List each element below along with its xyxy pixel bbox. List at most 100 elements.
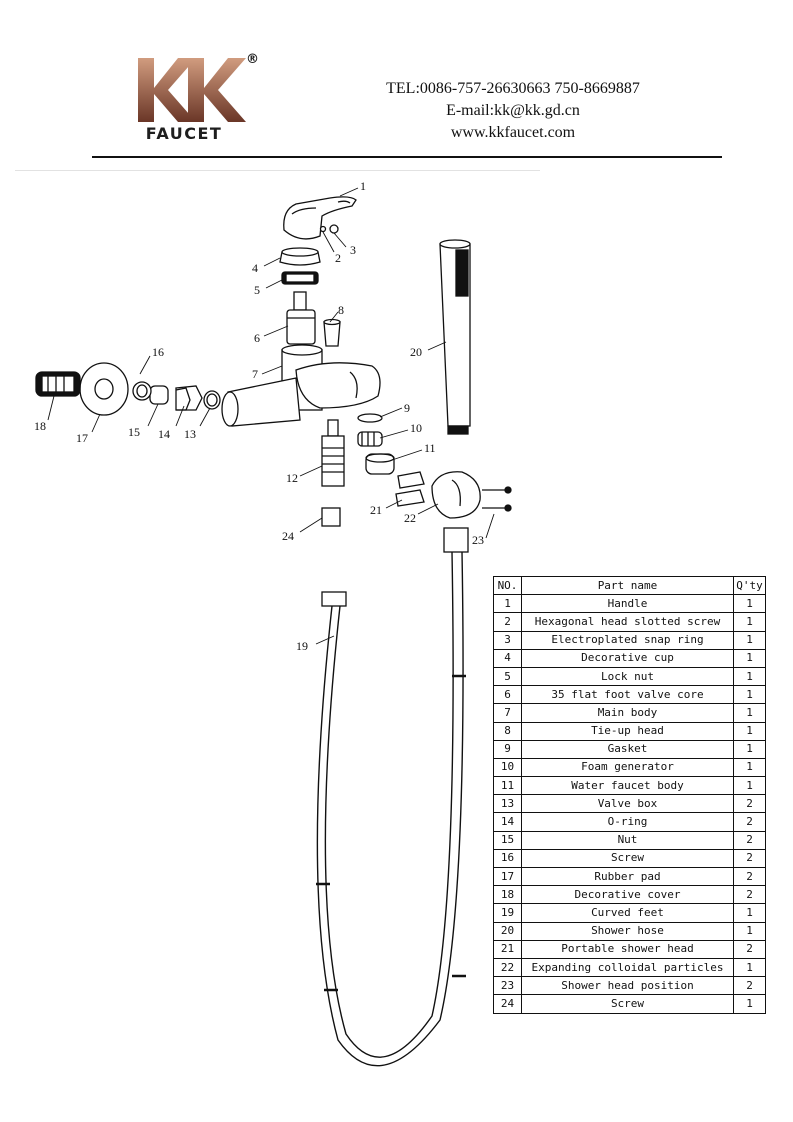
cell-part-name: Decorative cup xyxy=(521,648,734,668)
cell-part-name: Curved feet xyxy=(521,903,734,923)
header-part-name: Part name xyxy=(521,575,734,596)
cell-no: 3 xyxy=(493,630,522,650)
cell-part-name: Main body xyxy=(521,703,734,723)
cell-part-name: Shower head position xyxy=(521,976,734,996)
cell-qty: 1 xyxy=(733,757,766,778)
callout-22: 22 xyxy=(404,511,416,525)
callout-21: 21 xyxy=(370,503,382,517)
cell-no: 23 xyxy=(493,976,522,996)
contact-website: www.kkfaucet.com xyxy=(450,124,576,141)
cell-qty: 1 xyxy=(733,957,766,978)
cell-qty: 2 xyxy=(733,812,766,832)
contact-tel: TEL:0086-757-26630663 750-8669887 xyxy=(386,80,640,97)
cell-no: 13 xyxy=(493,794,522,814)
cell-qty: 2 xyxy=(733,866,766,887)
cell-qty: 1 xyxy=(733,721,766,741)
cell-part-name: Portable shower head xyxy=(521,939,734,959)
cell-part-name: Foam generator xyxy=(521,757,734,778)
registered-mark: ® xyxy=(246,52,259,67)
cell-part-name: Hexagonal head slotted screw xyxy=(521,612,734,632)
cell-qty: 2 xyxy=(733,830,766,850)
cell-part-name: Decorative cover xyxy=(521,885,734,905)
cell-no: 15 xyxy=(493,830,522,850)
cell-no: 16 xyxy=(493,848,522,869)
callout-3: 3 xyxy=(350,243,356,257)
cell-no: 18 xyxy=(493,885,522,905)
part-main-body xyxy=(221,344,381,427)
cell-qty: 1 xyxy=(733,921,766,941)
logo-wordmark: FAUCET xyxy=(145,124,223,143)
cell-part-name: Lock nut xyxy=(521,666,734,687)
cell-part-name: 35 flat foot valve core xyxy=(521,685,734,705)
cell-part-name: Electroplated snap ring xyxy=(521,630,734,650)
cell-no: 14 xyxy=(493,812,522,832)
part-screw-snapring xyxy=(319,224,339,234)
callout-12: 12 xyxy=(286,471,298,485)
part-bracket xyxy=(395,471,512,519)
part-shower-head xyxy=(439,239,471,435)
cell-part-name: Shower hose xyxy=(521,921,734,941)
brand-logo: ® FAUCET xyxy=(138,50,263,145)
callout-14: 14 xyxy=(158,427,170,441)
callout-4: 4 xyxy=(252,261,258,275)
part-foam-generator xyxy=(357,431,383,447)
cell-no: 19 xyxy=(493,903,522,923)
cell-qty: 1 xyxy=(733,994,766,1014)
cell-part-name: Expanding colloidal particles xyxy=(521,957,734,978)
cell-no: 2 xyxy=(493,612,522,632)
cell-no: 5 xyxy=(493,666,522,687)
cell-qty: 2 xyxy=(733,939,766,959)
cell-qty: 2 xyxy=(733,976,766,996)
callout-19: 19 xyxy=(296,639,308,653)
cell-part-name: Handle xyxy=(521,594,734,614)
cell-part-name: Gasket xyxy=(521,739,734,759)
callout-numbers: 1 2 3 4 5 6 8 7 9 10 11 12 13 14 15 16 1… xyxy=(34,179,484,653)
callout-10: 10 xyxy=(410,421,422,435)
cell-qty: 1 xyxy=(733,630,766,650)
cell-no: 20 xyxy=(493,921,522,941)
parts-table-header: NO. Part name Q'ty xyxy=(493,575,766,596)
callout-23: 23 xyxy=(472,533,484,547)
cell-part-name: Screw xyxy=(521,994,734,1014)
part-valve-core xyxy=(286,291,316,345)
contact-email: E-mail:kk@kk.gd.cn xyxy=(446,102,580,119)
callout-24: 24 xyxy=(282,529,294,543)
callout-17: 17 xyxy=(76,431,88,445)
part-screw-24 xyxy=(321,507,341,527)
header-no: NO. xyxy=(493,575,522,596)
cell-part-name: Water faucet body xyxy=(521,776,734,796)
cell-qty: 1 xyxy=(733,703,766,723)
part-water-faucet-body xyxy=(365,453,395,475)
callout-9: 9 xyxy=(404,401,410,415)
part-lock-nut xyxy=(281,271,319,285)
part-tie-up-head xyxy=(323,318,341,347)
callout-18: 18 xyxy=(34,419,46,433)
cell-qty: 1 xyxy=(733,776,766,796)
cell-no: 17 xyxy=(493,866,522,887)
callout-16: 16 xyxy=(152,345,164,359)
cell-qty: 1 xyxy=(733,612,766,632)
cell-no: 4 xyxy=(493,648,522,668)
cell-no: 21 xyxy=(493,939,522,959)
cell-no: 6 xyxy=(493,685,522,705)
callout-11: 11 xyxy=(424,441,436,455)
part-handle xyxy=(283,196,357,240)
contact-block: TEL:0086-757-26630663 750-8669887 E-mail… xyxy=(350,78,676,144)
part-hose xyxy=(316,527,469,1067)
cell-qty: 1 xyxy=(733,685,766,705)
